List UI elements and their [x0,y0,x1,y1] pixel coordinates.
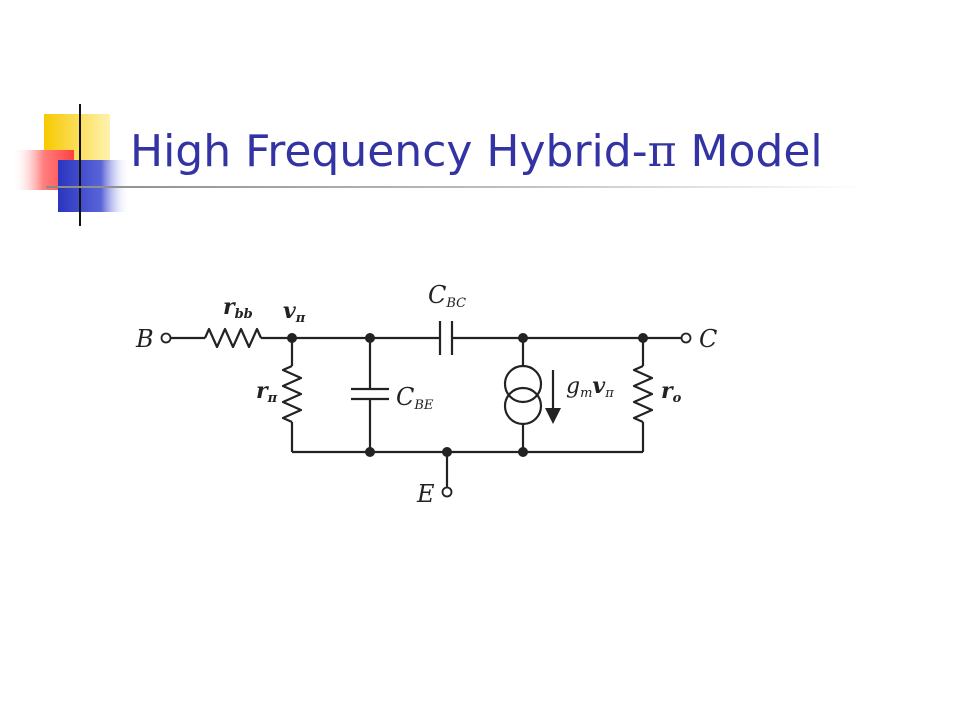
label-ro: ro [661,378,682,406]
current-source-circle-bottom [503,386,543,426]
label-terminal-collector: C [699,325,717,353]
label-rbb: rbb [223,294,253,322]
resistor-ro [632,364,654,424]
current-source-circle-top [503,364,543,404]
label-vpi: vπ [283,298,306,326]
label-terminal-emitter: E [416,480,435,508]
terminal-emitter [441,486,453,498]
junction-bottom-source [518,447,528,457]
label-cbe: CBE [396,383,434,413]
label-gm-vpi: gmvπ [566,373,614,401]
resistor-rbb [203,327,263,349]
label-rpi: rπ [256,378,278,406]
resistor-rpi [281,364,303,424]
label-cbc: CBC [428,281,466,311]
junction-top-ro [638,333,648,343]
title-underline [46,186,866,188]
junction-bottom-emitter [442,447,452,457]
label-terminal-base: B [135,325,154,353]
junction-top-vpi [287,333,297,343]
terminal-base [160,332,172,344]
title-pi-symbol: π [647,126,677,177]
terminal-collector [680,332,692,344]
junction-bottom-cbe [365,447,375,457]
current-arrow-head [545,408,561,424]
page-title: High Frequency Hybrid-π Model [130,126,823,177]
junction-top-cbe [365,333,375,343]
junction-top-source [518,333,528,343]
